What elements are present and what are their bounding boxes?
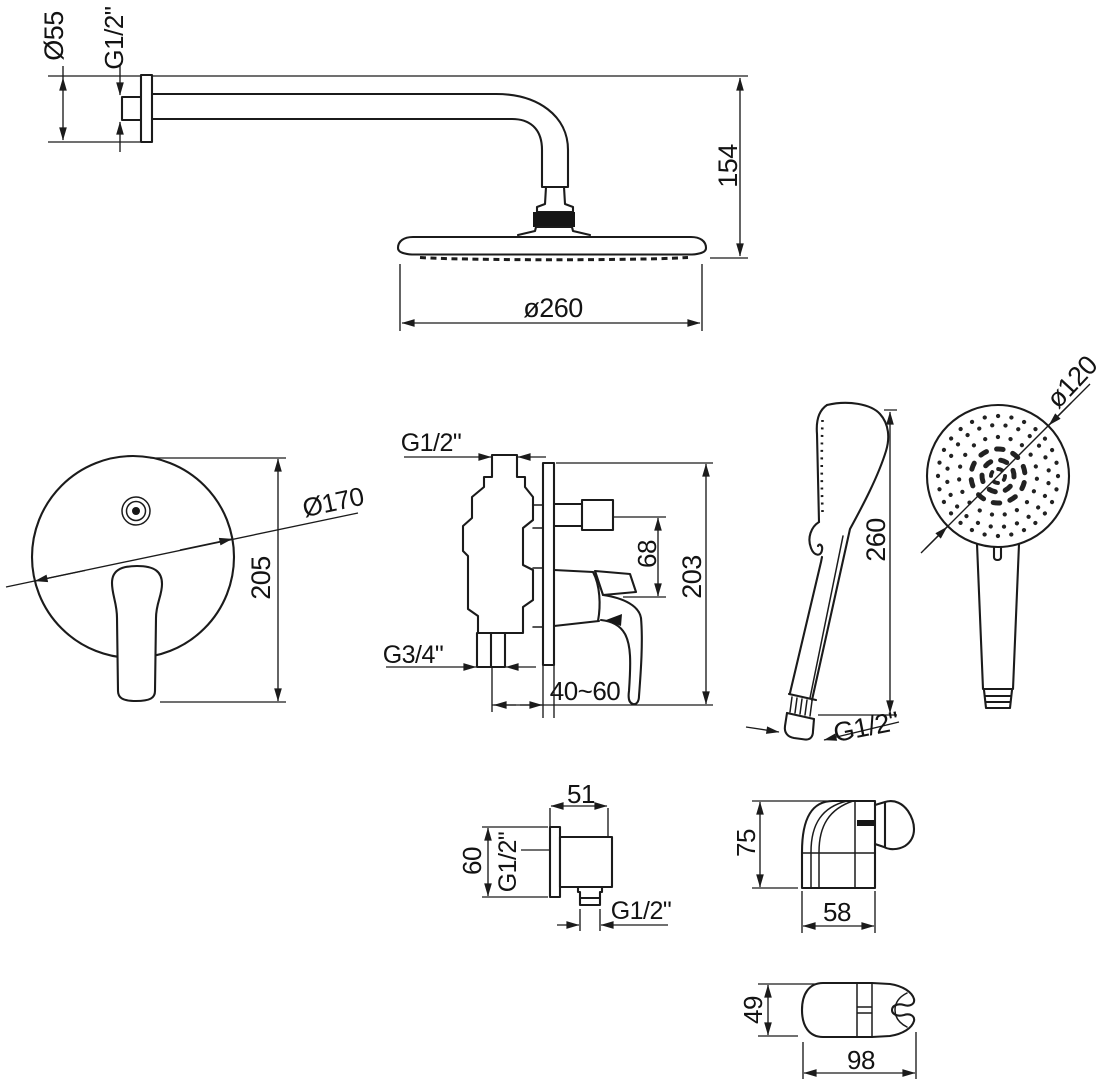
mixer-front-dia-arrow-left xyxy=(34,569,86,583)
valve-hub-connectors xyxy=(532,504,544,628)
outlet-height-ext-lines xyxy=(482,826,548,898)
dim-label-outlet-thread: G1/2" xyxy=(611,897,672,925)
dim-label-outlet-wall-thread: G1/2" xyxy=(494,832,522,893)
shower-arm-wall-flange xyxy=(120,73,154,144)
valve-escutcheon xyxy=(552,568,601,628)
hand-shower-handle-thread xyxy=(982,687,1014,710)
dim-label-holder-height: 75 xyxy=(731,829,761,857)
shower-head-connector-ring xyxy=(533,212,575,227)
overhead-head-dia-ext xyxy=(399,264,703,331)
hand-shower-nut xyxy=(783,711,816,741)
hand-shower-inner-line xyxy=(809,535,844,699)
outlet-spout xyxy=(576,885,604,907)
hand-shower-hook xyxy=(788,520,824,695)
dim-label-holder-depth: 58 xyxy=(823,897,851,927)
dim-label-holder-top-height: 49 xyxy=(738,996,768,1024)
valve-body xyxy=(461,453,535,635)
dim-label-valve-top-thread: G1/2" xyxy=(401,429,462,457)
dim-label-mixer-height: 205 xyxy=(246,556,276,600)
holder-top-body xyxy=(800,981,916,1039)
view-holder-top: 49 98 xyxy=(738,981,917,1079)
dim-label-valve-height: 203 xyxy=(677,555,707,599)
valve-offset-ext-lines xyxy=(613,516,666,598)
hand-shower-face-texture xyxy=(820,419,824,513)
hand-side-ext-lines xyxy=(818,409,897,716)
holder-top-inner-lines xyxy=(856,982,908,1038)
nozzle-ring-3 xyxy=(956,434,1040,518)
hand-shower-thread-hatch xyxy=(789,696,813,717)
rain-head-nozzle-band xyxy=(419,256,689,262)
view-overhead-shower: Ø55 G1/2" 154 ø260 xyxy=(39,6,748,331)
dim-label-outlet-height: 60 xyxy=(457,847,487,875)
dim-label-hand-length: 260 xyxy=(861,518,891,562)
hand-shower-face-edge xyxy=(815,403,829,524)
outlet-body xyxy=(558,835,614,889)
valve-handle-lever xyxy=(599,593,643,706)
rain-shower-head xyxy=(396,235,708,256)
hand-shower-thread-band xyxy=(785,692,818,721)
hand-shower-head-face xyxy=(925,403,1071,549)
outlet-wall-plate xyxy=(548,825,562,899)
mixer-front-ext-lines xyxy=(150,457,286,703)
outlet-thread-ext-lines xyxy=(579,909,601,931)
view-mixer-side: G1/2" G3/4" 68 203 40~60 xyxy=(383,429,713,718)
holder-cone-knob xyxy=(873,800,916,851)
holder-elbow-inner-lines xyxy=(801,800,876,889)
dim-label-valve-bottom-thread: G3/4" xyxy=(383,641,444,669)
view-mixer-front: Ø170 205 xyxy=(5,454,366,703)
valve-inlet-pipes xyxy=(475,631,507,669)
hand-side-thread-arrow-right xyxy=(823,721,900,741)
dim-label-valve-depth: 40~60 xyxy=(550,676,621,706)
dim-label-flange-diameter: Ø55 xyxy=(39,11,69,61)
nozzle-ring-center-1 xyxy=(968,446,1028,506)
hand-front-dia-arrow-upper xyxy=(1048,402,1072,426)
diverter-knob-outer xyxy=(121,496,151,526)
holder-elbow-body xyxy=(800,799,877,890)
valve-handle-direction-arrow xyxy=(606,614,622,626)
holder-side-ext-lines-height xyxy=(752,800,830,889)
valve-outlet-pipe xyxy=(552,502,584,528)
dim-label-valve-offset: 68 xyxy=(632,540,662,568)
valve-wall-plate xyxy=(541,461,556,667)
hand-shower-back-edge xyxy=(810,401,890,702)
hand-shower-handle-front xyxy=(975,542,1021,691)
mixer-front-dia-arrow-right xyxy=(179,537,233,551)
valve-depth-ext-lines xyxy=(491,665,555,718)
view-holder-side: 75 58 xyxy=(731,799,916,933)
diverter-knob-dot xyxy=(132,507,140,515)
view-hand-shower-side: 260 G1/2" xyxy=(745,401,901,748)
holder-top-ext-lines-height xyxy=(758,983,815,1037)
dim-label-outlet-width: 51 xyxy=(567,779,595,809)
holder-top-ext-lines-length xyxy=(802,1032,917,1079)
dim-label-wall-thread: G1/2" xyxy=(99,6,129,69)
hand-side-thread-arrow-left xyxy=(745,726,780,734)
holder-side-ext-lines-depth xyxy=(801,891,876,933)
nozzle-ring-outer xyxy=(935,413,1061,539)
nozzle-ring-center-2 xyxy=(979,457,1017,495)
diverter-knob-inner xyxy=(125,500,147,522)
view-wall-outlet: 51 60 G1/2" G1/2" xyxy=(457,779,672,931)
shower-head-collar xyxy=(516,225,592,237)
mixer-handle-front xyxy=(110,564,164,703)
nozzle-ring-center-3 xyxy=(989,467,1007,485)
nozzle-ring-2 xyxy=(944,422,1052,530)
valve-outlet-union xyxy=(580,498,615,532)
valve-handle-cap xyxy=(593,569,638,597)
outlet-width-ext-lines xyxy=(549,808,609,836)
hand-front-dia-arrow-lower xyxy=(924,526,948,550)
holder-clamp-slot xyxy=(857,820,875,826)
dim-label-drop-height: 154 xyxy=(713,144,743,188)
dim-label-holder-top-length: 98 xyxy=(847,1045,875,1075)
dim-label-head-diameter: ø260 xyxy=(523,293,583,323)
